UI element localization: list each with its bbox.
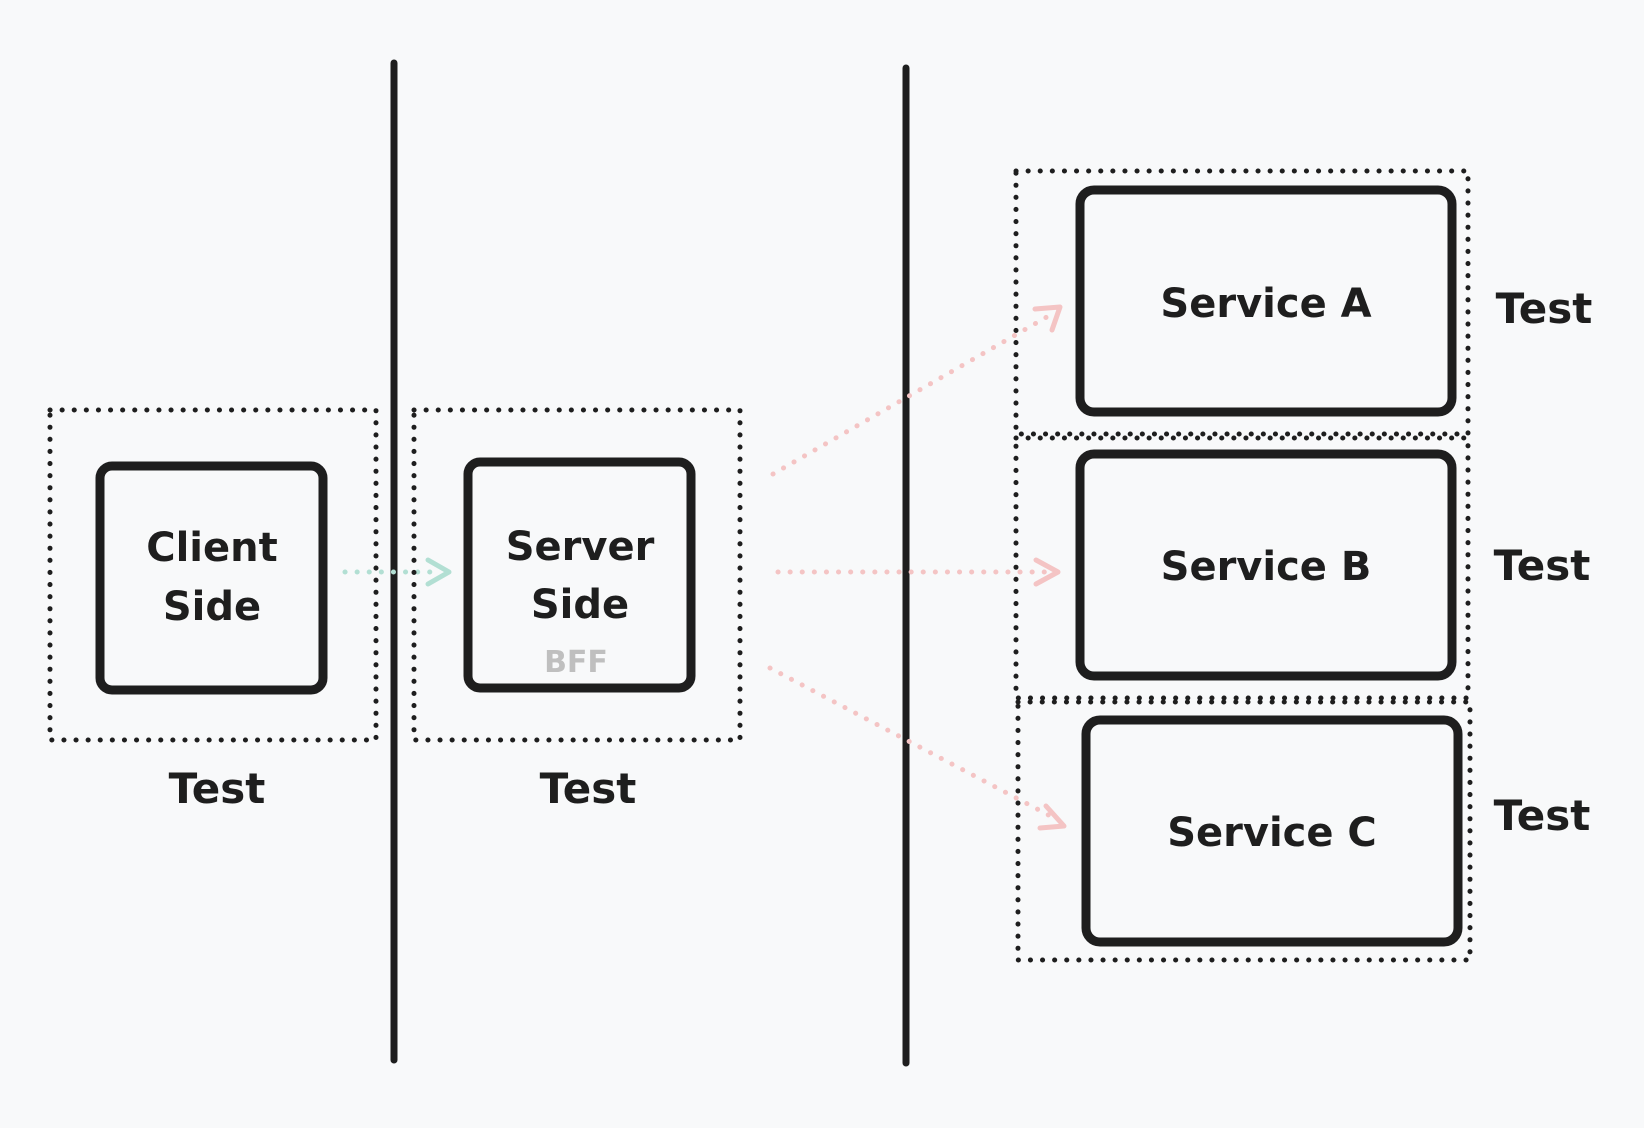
service-b-group: Service B Test	[1013, 435, 1591, 701]
server-test-label: Test	[540, 764, 637, 813]
server-side-label-line2: Side	[531, 582, 629, 628]
service-c-box	[1081, 715, 1463, 947]
service-a-label: Service A	[1160, 281, 1371, 327]
server-side-box	[463, 457, 696, 693]
arrow-server-to-service-a-line	[770, 311, 1055, 477]
client-test-label: Test	[169, 764, 266, 813]
arrow-server-to-service-c-head	[1037, 803, 1067, 831]
service-c-test-label: Test	[1494, 791, 1591, 840]
arrow-server-to-service-c	[767, 665, 1067, 831]
client-side-label-line2: Side	[163, 584, 261, 630]
client-side-group: Client Side Test	[47, 407, 379, 813]
arrow-client-to-server	[342, 557, 452, 587]
service-a-group: Service A Test	[1013, 168, 1593, 437]
service-b-box	[1075, 449, 1457, 681]
service-c-test-boundary	[1015, 699, 1473, 963]
client-side-label-line1: Client	[146, 525, 278, 571]
service-c-group: Service C Test	[1015, 699, 1591, 963]
client-test-boundary	[47, 407, 379, 743]
service-b-test-boundary	[1013, 435, 1471, 701]
arrow-server-to-service-a	[770, 304, 1063, 477]
server-side-sublabel: BFF	[544, 645, 608, 680]
service-b-test-label: Test	[1494, 541, 1591, 590]
server-side-group: Server Side BFF Test	[411, 407, 743, 813]
arrow-server-to-service-a-head	[1032, 304, 1063, 333]
arrow-server-to-service-b-head	[1033, 557, 1061, 587]
service-a-box	[1075, 185, 1457, 417]
arrow-client-to-server-head	[425, 557, 452, 587]
arrow-server-to-service-c-line	[767, 665, 1061, 823]
arrow-server-to-service-b	[775, 557, 1061, 587]
service-a-test-label: Test	[1496, 284, 1593, 333]
service-c-label: Service C	[1167, 810, 1377, 856]
client-side-box	[95, 461, 328, 695]
service-b-label: Service B	[1161, 544, 1372, 590]
server-side-label-line1: Server	[506, 524, 655, 570]
server-test-boundary	[411, 407, 743, 743]
